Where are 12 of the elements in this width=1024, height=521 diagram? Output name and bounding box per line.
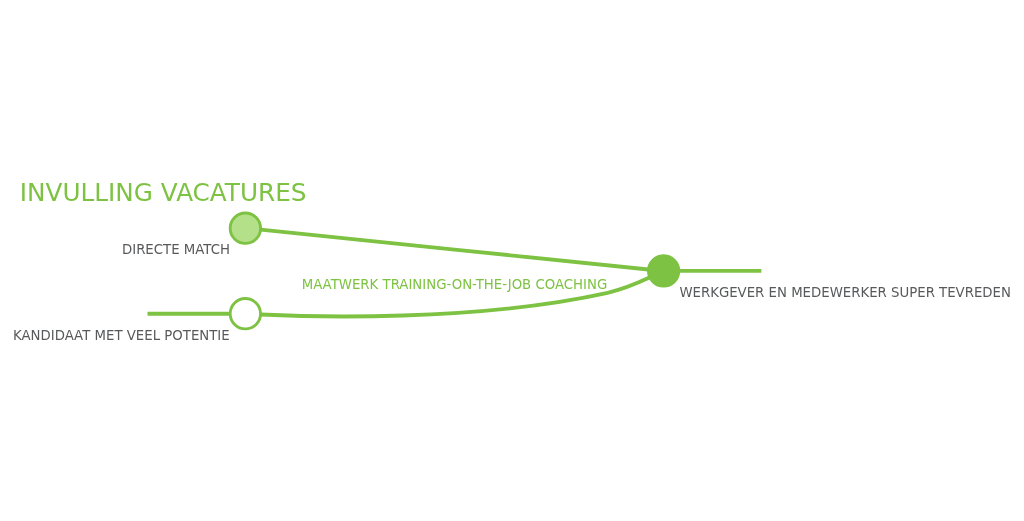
edge-label: MAATWERK TRAINING-ON-THE-JOB COACHING [301, 277, 608, 293]
node-circle [646, 254, 681, 288]
node-label: DIRECTE MATCH [121, 242, 230, 258]
node-label: WERKGEVER EN MEDEWERKER SUPER TEVREDEN [679, 284, 1011, 300]
diagram-title: INVULLING VACATURES [19, 178, 307, 208]
connector [678, 269, 762, 273]
connector [260, 227, 649, 272]
node-circle [228, 297, 262, 331]
connector [260, 275, 651, 319]
node-label: KANDIDAAT MET VEEL POTENTIE [12, 327, 230, 343]
node-circle [228, 211, 262, 245]
connector [147, 311, 231, 316]
